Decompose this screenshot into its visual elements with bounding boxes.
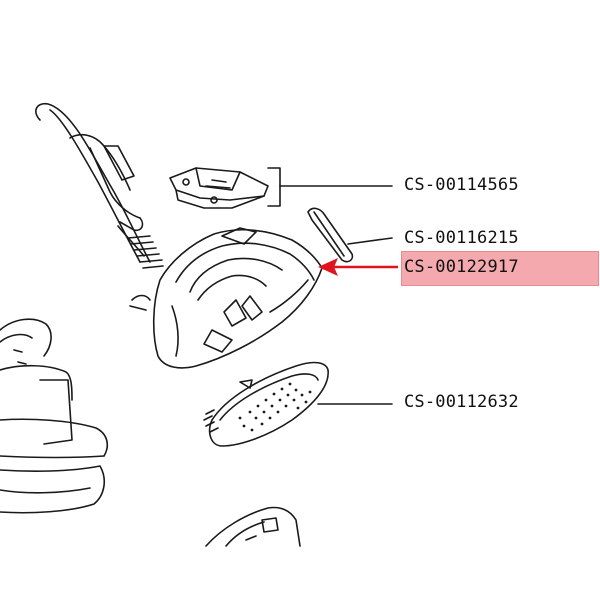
part-number-label[interactable]: CS-00114565 <box>404 175 519 195</box>
hose-assembly <box>35 102 164 311</box>
leader-lines <box>267 167 393 405</box>
part-number-label[interactable]: CS-00116215 <box>404 228 519 248</box>
soleplate <box>203 361 329 447</box>
iron-body <box>152 227 323 369</box>
part-number-label-highlighted[interactable]: CS-00122917 <box>404 257 519 277</box>
part-label-highlight <box>401 251 599 286</box>
bottom-partial-part <box>205 506 301 547</box>
base-station <box>0 318 109 514</box>
soleplate-holes <box>238 382 312 432</box>
handle-cover-part <box>169 167 269 209</box>
strip-part <box>307 207 354 263</box>
part-number-label[interactable]: CS-00112632 <box>404 392 519 412</box>
